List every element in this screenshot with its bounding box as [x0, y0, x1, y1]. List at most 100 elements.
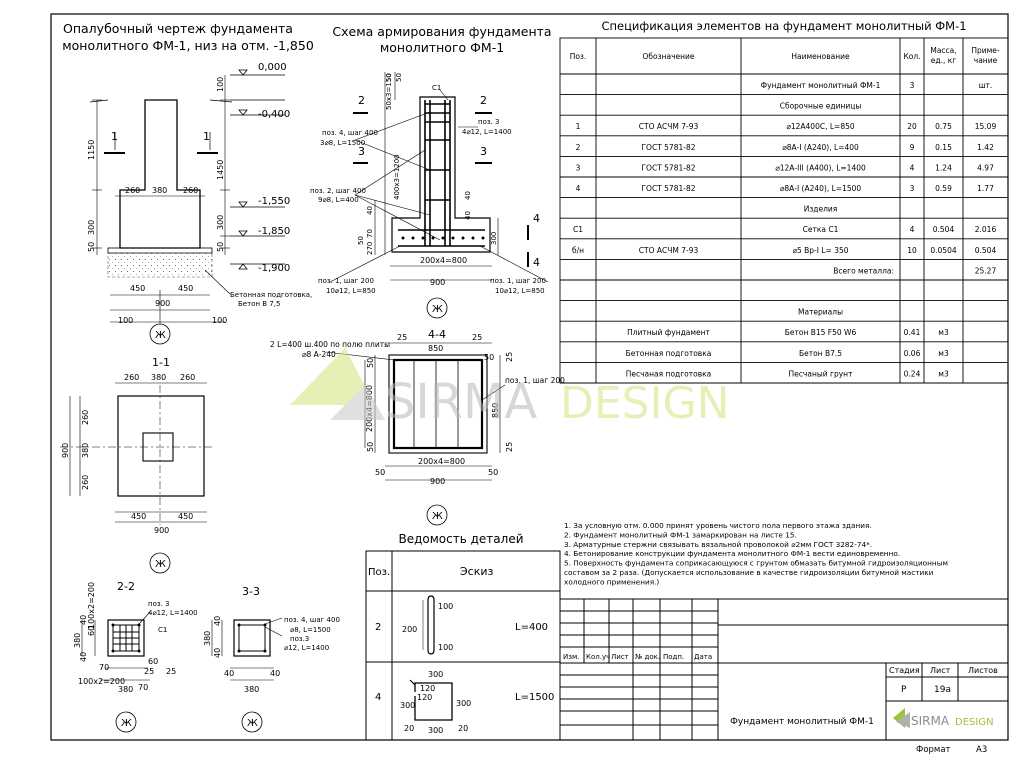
- reinf-dim-right-2: 300: [490, 232, 498, 245]
- s44-dim-3: 25: [472, 333, 482, 342]
- details-row2-length: L=1500: [515, 692, 554, 703]
- reinf-dim-bottom-1: 200x4=800: [420, 256, 467, 265]
- reinf-pos1r-2: 10⌀12, L=850: [495, 287, 545, 295]
- s44-dim-4: 25: [505, 352, 514, 362]
- dim-left-1150: 1150: [87, 140, 96, 160]
- s33-dim-4: 380: [244, 685, 259, 694]
- section-3-3: 3-3 поз. 4, шаг 400 ⌀8, L=1500 поз.3 ⌀12…: [203, 585, 340, 733]
- reinf-dim-bottom-2: 900: [430, 278, 445, 287]
- company-logo: SIRMA DESIGN: [893, 708, 994, 728]
- reinf-title-1: Схема армирования фундамента: [332, 24, 551, 39]
- stamp-col-label: Изм.: [563, 653, 579, 661]
- s44-dim-2: 850: [428, 344, 443, 353]
- details-title: Ведомость деталей: [399, 532, 524, 546]
- s22-dim-5: 25: [166, 667, 176, 676]
- spec-cell: 0.41: [904, 328, 921, 337]
- details-row2-dim-4: 300: [400, 701, 415, 710]
- stamp-name: Фундамент монолитный ФМ-1: [730, 717, 874, 727]
- level-1900: -1,900: [258, 263, 290, 274]
- details-row2-dim-7: 20: [404, 724, 414, 733]
- spec-cell: 1.77: [977, 184, 994, 193]
- spec-cell: ГОСТ 5781-82: [641, 184, 695, 193]
- s22-dim-3: 60: [87, 626, 96, 636]
- s44-dim-6: 900: [430, 477, 445, 486]
- dim-bottom-450a: 450: [130, 284, 145, 293]
- s22-axis-marker: [115, 711, 137, 733]
- spec-cell: м3: [938, 328, 949, 337]
- spec-cell: 0.24: [904, 369, 921, 378]
- s44-leader-1: 2 L=400 ш.400 по полю плиты: [270, 340, 390, 349]
- spec-cell: 0.06: [904, 349, 921, 358]
- s11-dim-left-3: 260: [81, 475, 90, 490]
- reinf-dim-left-2: 40: [366, 206, 374, 215]
- s22-dim-7: 70: [99, 663, 109, 672]
- dim-top-380: 380: [152, 186, 167, 195]
- spec-cell: 20: [907, 122, 917, 131]
- prep-note-1: Бетонная подготовка,: [230, 291, 312, 299]
- s44-dim-10: 50: [488, 468, 498, 477]
- spec-cell: 0.59: [935, 184, 952, 193]
- s33-leader-2: ⌀8, L=1500: [290, 626, 331, 634]
- s44-dim-1: 25: [397, 333, 407, 342]
- reinf-axis-label: Ж: [432, 304, 443, 315]
- s22-axis-label: Ж: [121, 718, 132, 729]
- spec-cell: Песчаная подготовка: [626, 369, 712, 378]
- level-1550: -1,550: [258, 196, 290, 207]
- reinf-dim-left-3: 70: [366, 229, 374, 238]
- details-row2-dim-8: 20: [458, 724, 468, 733]
- reinf-c1: С1: [432, 84, 441, 92]
- watermark-text-a: SIRMA: [385, 374, 537, 430]
- s33-leader-4: ⌀12, L=1400: [284, 644, 329, 652]
- spec-cell: ⌀12А400С, L=850: [786, 122, 855, 131]
- dim-top-260a: 260: [125, 186, 140, 195]
- spec-cell: ⌀8А-I (А240), L=1500: [780, 184, 862, 193]
- spec-cell: б/н: [572, 246, 584, 255]
- s33-axis-label: Ж: [247, 718, 258, 729]
- stamp-col-label: Подп.: [663, 653, 684, 661]
- dim-bottom-100b: 100: [212, 316, 227, 325]
- dim-right-50: 50: [216, 242, 225, 252]
- stamp-sheet: 19а: [934, 685, 951, 695]
- spec-table: Спецификация элементов на фундамент моно…: [559, 19, 1009, 384]
- note-line: 5. Поверхность фундамента соприкасающуюс…: [564, 559, 948, 568]
- spec-cell: 0.0504: [930, 246, 956, 255]
- section-1-1: 1-1 260 380 260 450 450 900 260 380 260 …: [60, 356, 215, 574]
- s44-dim-14: 50: [484, 353, 494, 362]
- s33-dim-5: 40: [224, 669, 234, 678]
- axis-marker: [149, 323, 171, 345]
- spec-cell: Сборочные единицы: [780, 102, 862, 111]
- general-notes: 1. За условную отм. 0.000 принят уровень…: [564, 521, 948, 586]
- reinf-pos2-2: 9⌀8, L=400: [318, 196, 359, 204]
- reinf-mark-2a: 2: [358, 94, 365, 107]
- reinf-mark-4b: 4: [533, 256, 540, 269]
- stamp-col-label: Кол.уч: [586, 653, 610, 661]
- level-0000: 0,000: [258, 62, 287, 73]
- spec-header-4: Масса,ед., кг: [930, 46, 956, 65]
- s44-dim-12: 25: [505, 442, 514, 452]
- spec-cell: Материалы: [798, 308, 843, 317]
- s44-dim-8: 50: [366, 442, 375, 452]
- s22-dim-8: 70: [138, 683, 148, 692]
- spec-cell: Сетка С1: [803, 225, 839, 234]
- reinf-mark-3a: 3: [358, 145, 365, 158]
- dim-bottom-100a: 100: [118, 316, 133, 325]
- level-1850: -1,850: [258, 226, 290, 237]
- formwork-drawing: Опалубочный чертеж фундамента монолитног…: [62, 21, 314, 345]
- reinf-mark-3b: 3: [480, 145, 487, 158]
- details-row2-dim-5: 300: [456, 699, 471, 708]
- s22-dim-4: 25: [144, 667, 154, 676]
- formwork-title-2: монолитного ФМ-1, низ на отм. -1,850: [62, 38, 314, 53]
- spec-header-3: Кол.: [903, 52, 920, 61]
- s33-dim-2: 40: [213, 616, 222, 626]
- section-4-4-title: 4-4: [428, 328, 446, 341]
- note-line: холодного применения.): [564, 577, 659, 586]
- reinf-dim-top-1: 50x3=150: [385, 73, 393, 110]
- s44-dim-11: 850: [491, 403, 500, 418]
- s22-dim-12: 40: [79, 652, 88, 662]
- s44-axis-label: Ж: [432, 511, 443, 522]
- logo-text-a: SIRMA: [911, 714, 950, 728]
- reinf-pos3-1: поз. 3: [478, 118, 500, 126]
- dim-left-300: 300: [87, 220, 96, 235]
- details-row2-dim-3: 120: [417, 693, 432, 702]
- spec-cell: 9: [910, 143, 915, 152]
